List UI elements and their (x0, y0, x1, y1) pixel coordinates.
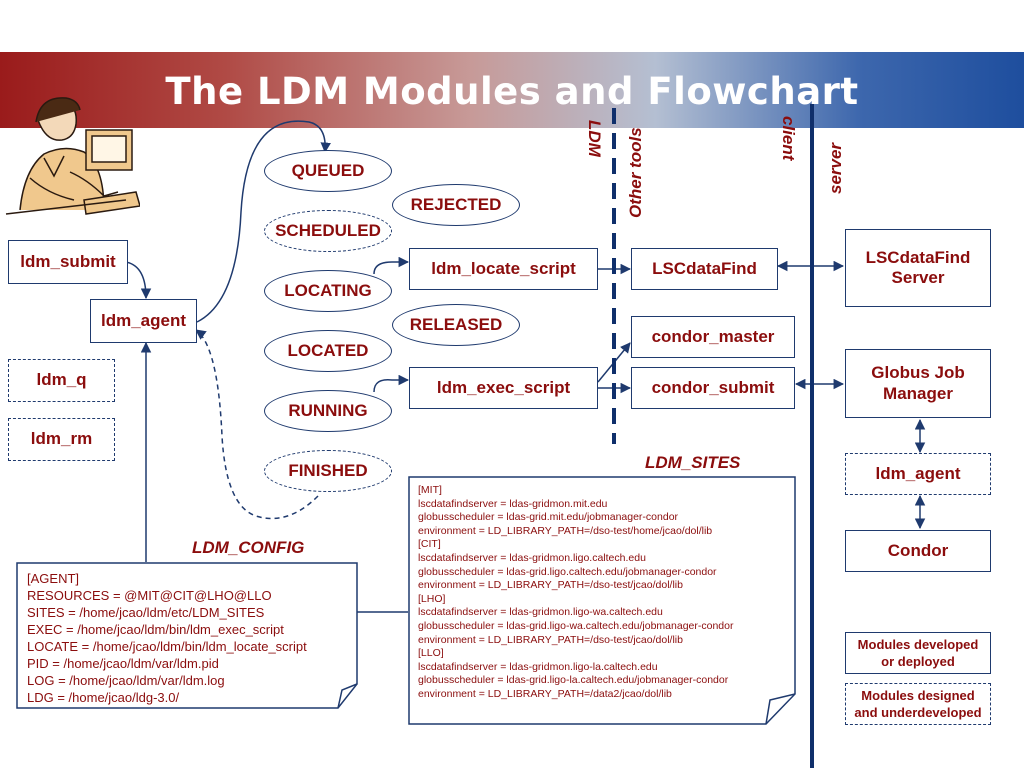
arrow-agent-to-queued (196, 120, 331, 323)
condor-box: Condor (845, 530, 991, 572)
ldm-rm-box: ldm_rm (8, 418, 115, 461)
page-title: The LDM Modules and Flowchart (165, 70, 859, 113)
ldm-config-note (16, 562, 358, 709)
ldm-config-label: LDM_CONFIG (192, 538, 305, 557)
ldm-agent-box: ldm_agent (90, 299, 197, 343)
ldm-config-text: [AGENT] RESOURCES = @MIT@CIT@LHO@LLO SIT… (27, 571, 307, 705)
ldm-q-box: ldm_q (8, 359, 115, 402)
ldm-sites-note (408, 476, 796, 725)
person-at-computer-clipart (5, 97, 140, 215)
column-label-server: server (826, 142, 845, 194)
lscdatafind-box: LSCdataFind (631, 248, 778, 290)
lscdatafind-server-box: LSCdataFind Server (845, 229, 991, 307)
state-queued: QUEUED (264, 150, 392, 192)
title-banner (0, 52, 1024, 128)
state-released: RELEASED (392, 304, 520, 346)
arrow-submit-to-agent (125, 261, 152, 300)
column-label-other-tools: Other tools (626, 127, 645, 218)
ldm-sites-label: LDM_SITES (645, 453, 741, 472)
state-running: RUNNING (264, 390, 392, 432)
legend-designed: Modules designed and underdeveloped (845, 683, 991, 725)
legend-developed: Modules developed or deployed (845, 632, 991, 674)
state-located: LOCATED (264, 330, 392, 372)
server-ldm-agent-box: ldm_agent (845, 453, 991, 495)
arrow-locating-to-locate-script (373, 256, 410, 275)
column-label-client: client (779, 116, 798, 161)
condor-master-box: condor_master (631, 316, 795, 358)
ldm-sites-text: [MIT] lscdatafindserver = ldas-gridmon.m… (418, 484, 734, 700)
state-finished: FINISHED (264, 450, 392, 492)
state-locating: LOCATING (264, 270, 392, 312)
state-rejected: REJECTED (392, 184, 520, 226)
ldm-locate-script-box: ldm_locate_script (409, 248, 598, 290)
arrow-finished-to-agent (195, 329, 319, 520)
globus-job-manager-box: Globus Job Manager (845, 349, 991, 418)
ldm-submit-box: ldm_submit (8, 240, 128, 284)
arrow-running-to-exec-script (373, 374, 410, 393)
state-scheduled: SCHEDULED (264, 210, 392, 252)
condor-submit-box: condor_submit (631, 367, 795, 409)
ldm-exec-script-box: ldm_exec_script (409, 367, 598, 409)
column-label-ldm: LDM (585, 120, 604, 157)
